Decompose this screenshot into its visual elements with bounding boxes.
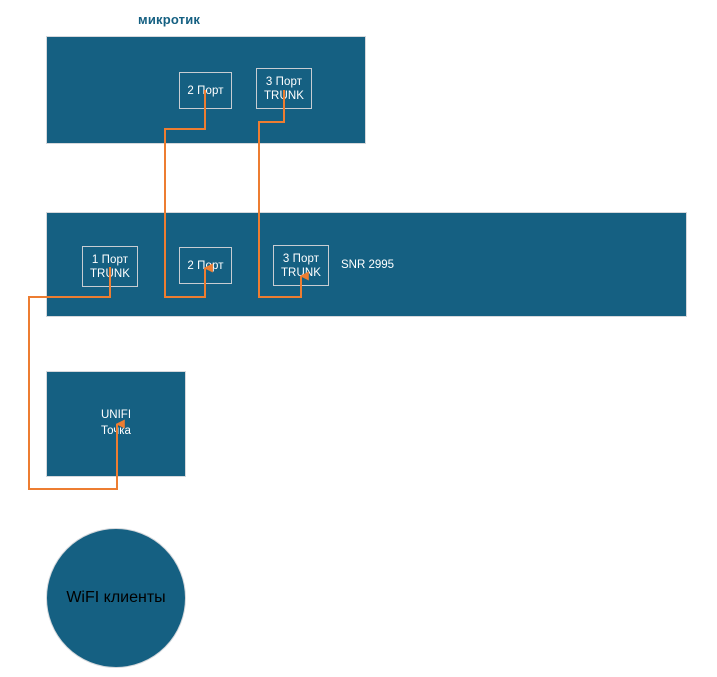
port-mikrotik-3-trunk-line2: TRUNK — [263, 89, 305, 102]
port-mikrotik-3-trunk-line1: 3 Порт — [265, 75, 303, 88]
snr-device-label: SNR 2995 — [341, 259, 395, 271]
device-mikrotik[interactable] — [46, 36, 366, 144]
port-snr-3-trunk-line1: 3 Порт — [282, 252, 320, 265]
port-snr-1-trunk-line2: TRUNK — [89, 267, 131, 280]
device-snr-2995[interactable] — [46, 212, 687, 317]
port-snr-3-trunk-line2: TRUNK — [280, 266, 322, 279]
wifi-clients-label: WiFI клиенты — [66, 589, 166, 606]
port-snr-1-trunk-line1: 1 Порт — [91, 253, 129, 266]
unifi-label-line2: Точка — [101, 425, 131, 437]
port-snr-2[interactable]: 2 Порт — [179, 247, 232, 284]
port-mikrotik-3-trunk[interactable]: 3 Порт TRUNK — [256, 68, 312, 109]
mikrotik-title: микротик — [138, 12, 201, 27]
port-snr-1-trunk[interactable]: 1 Порт TRUNK — [82, 246, 138, 287]
port-mikrotik-2-line1: 2 Порт — [187, 84, 224, 97]
port-snr-2-line1: 2 Порт — [187, 259, 224, 272]
port-snr-3-trunk[interactable]: 3 Порт TRUNK — [273, 245, 329, 286]
wifi-clients-circle[interactable]: WiFI клиенты — [46, 528, 186, 668]
unifi-label: UNIFI Точка — [46, 407, 186, 439]
unifi-label-line1: UNIFI — [100, 409, 132, 421]
port-mikrotik-2[interactable]: 2 Порт — [179, 72, 232, 109]
